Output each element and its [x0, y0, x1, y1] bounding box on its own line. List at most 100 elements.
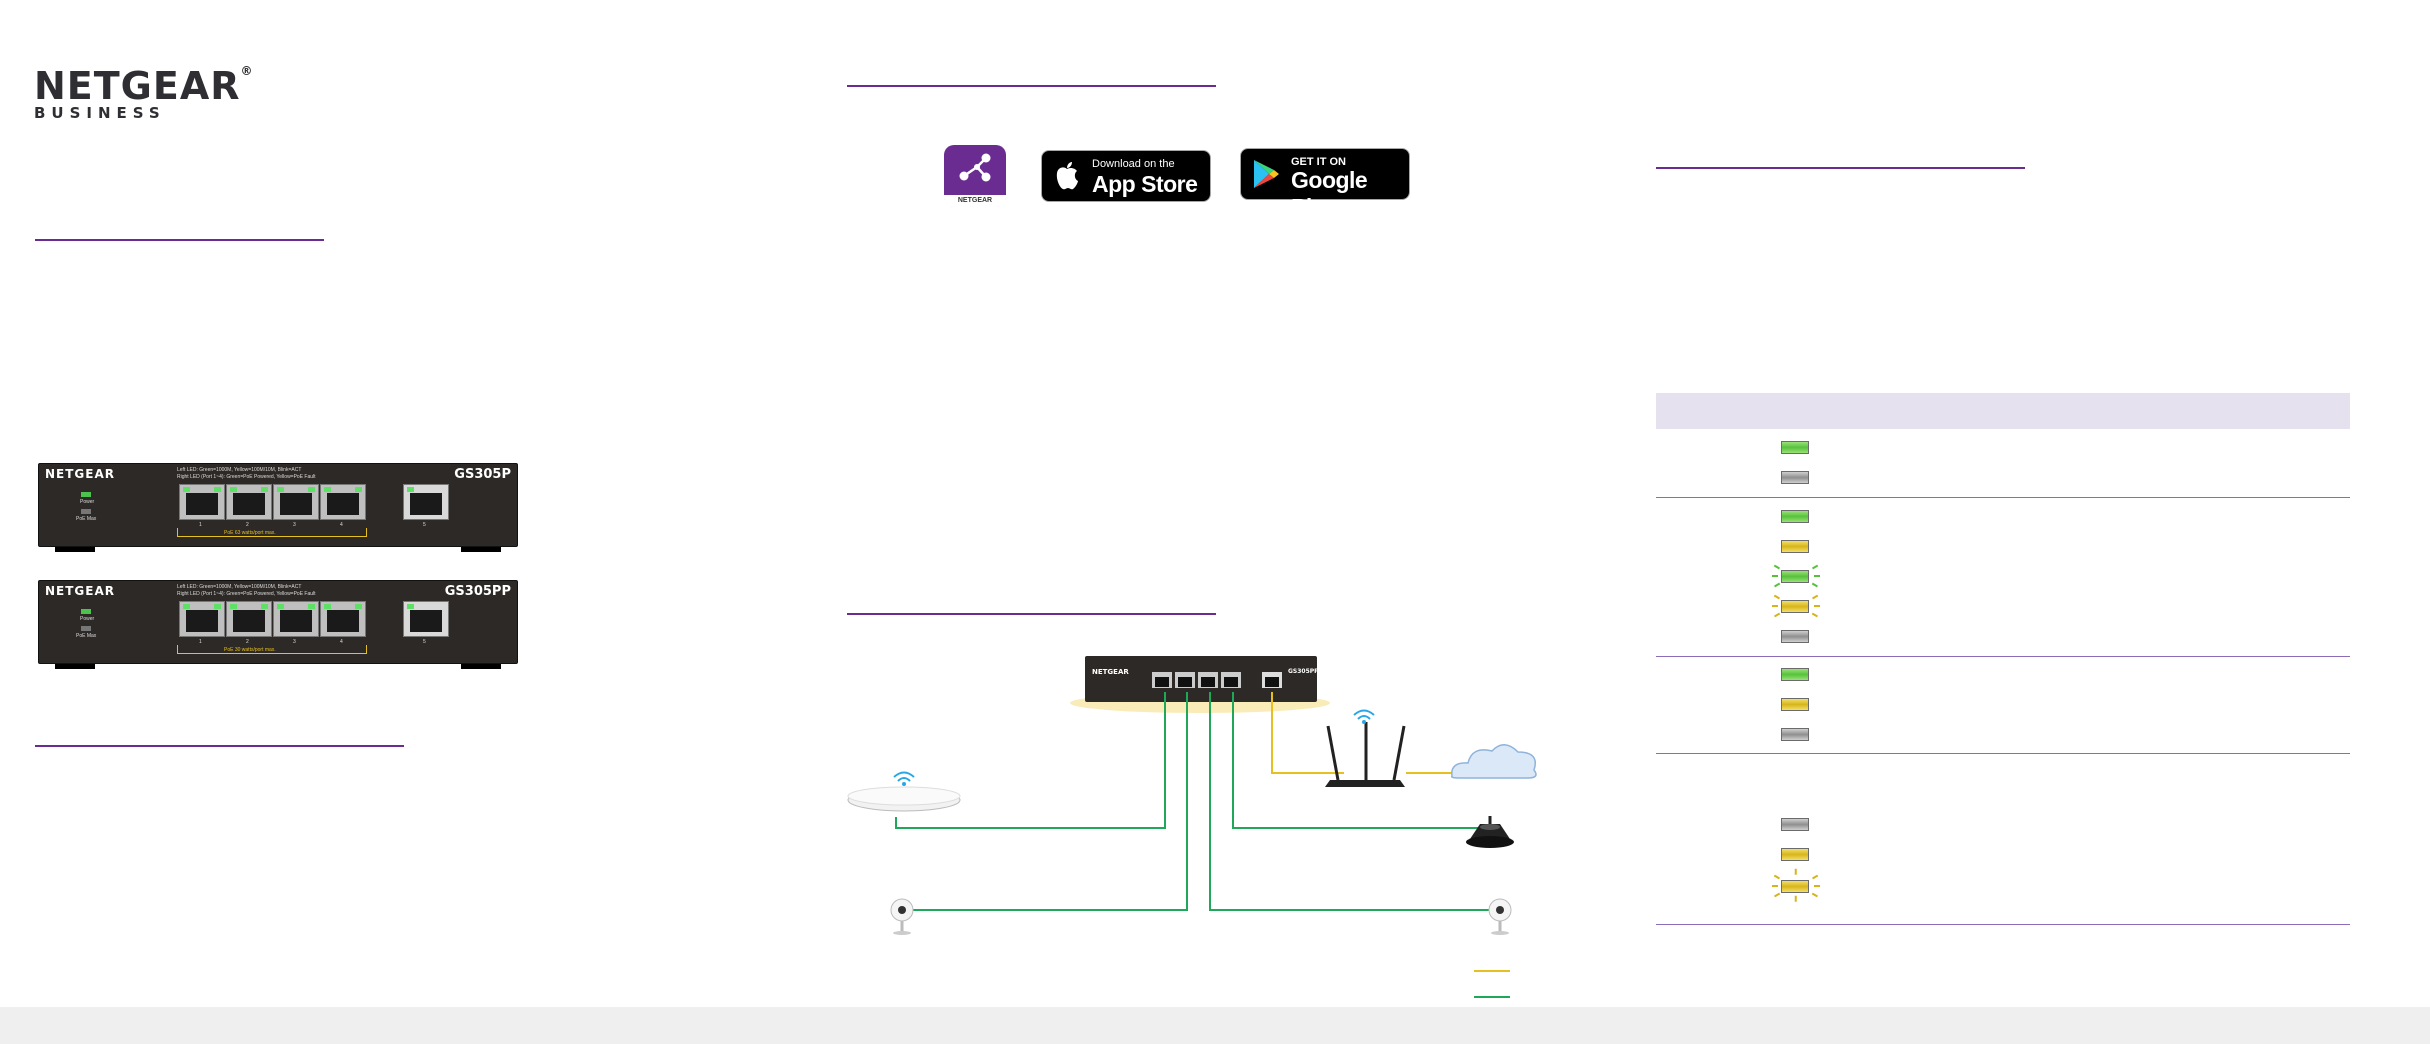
blink-ray: [1814, 605, 1820, 607]
link-conference-phone: [1232, 692, 1480, 829]
switch-gs305pp: NETGEAR GS305PP Left LED: Green=1000M, Y…: [38, 580, 518, 669]
netgear-logo: NETGEAR® BUSINESS: [34, 64, 254, 122]
logo-subtitle: BUSINESS: [34, 104, 166, 122]
poe-max-led: [81, 626, 91, 631]
switch-model: GS305P: [454, 467, 511, 482]
poe-budget-label: PoE 30 watts/port max.: [224, 647, 276, 653]
ethernet-port-1: [179, 484, 225, 520]
blink-ray: [1774, 594, 1780, 599]
table-row-divider: [1656, 497, 2350, 498]
switch-foot-left: [55, 664, 95, 669]
blink-ray: [1795, 868, 1797, 875]
logo-registered-mark: ®: [240, 64, 254, 78]
led-yellow-solid: [1781, 848, 1809, 861]
link-access-point: [895, 692, 1166, 829]
blink-ray: [1774, 582, 1780, 587]
link-camera-left: [910, 692, 1188, 911]
led-yellow-blinking: [1781, 600, 1809, 613]
insight-app-icon[interactable]: NETGEAR: [944, 145, 1006, 207]
blink-ray: [1812, 612, 1818, 617]
port-number-1: 1: [199, 639, 202, 645]
switch-gs305p: NETGEAR GS305P Left LED: Green=1000M, Ye…: [38, 463, 518, 552]
switch-foot-right: [461, 547, 501, 552]
led-yellow-blinking: [1781, 880, 1809, 893]
section-divider-1: [35, 239, 324, 241]
ethernet-port-4: [320, 484, 366, 520]
blink-ray: [1812, 582, 1818, 587]
apple-icon: [1056, 162, 1078, 190]
ethernet-port-2: [226, 601, 272, 637]
table-row-divider: [1656, 753, 2350, 754]
legend-line-1: Left LED: Green=1000M, Yellow=100M/10M, …: [177, 584, 302, 590]
blink-ray: [1812, 892, 1818, 897]
led-yellow-solid: [1781, 698, 1809, 711]
ethernet-port-3: [273, 601, 319, 637]
section-divider-3: [847, 85, 1216, 87]
blink-ray: [1774, 874, 1780, 879]
google-play-badge[interactable]: GET IT ON Google Play: [1240, 148, 1410, 220]
cloud-icon: [1450, 744, 1537, 779]
power-led: [81, 492, 91, 497]
switch-model: GS305PP: [444, 584, 511, 599]
switch-foot-right: [461, 664, 501, 669]
poe-bracket: [177, 528, 367, 537]
section-divider-2: [35, 745, 404, 747]
blink-ray: [1772, 575, 1778, 577]
conference-phone-icon: [1466, 816, 1514, 848]
poe-budget-label: PoE 63 watts/port max.: [224, 530, 276, 536]
ethernet-port-5: [403, 484, 449, 520]
diagram-switch-model: GS305PP: [1288, 668, 1319, 675]
blink-ray: [1774, 564, 1780, 569]
switch-brand: NETGEAR: [45, 584, 115, 598]
section-divider-5: [1656, 167, 2025, 169]
table-row-divider: [1656, 656, 2350, 657]
app-store-big-text: App Store: [1092, 171, 1198, 197]
app-store-badge[interactable]: Download on the App Store: [1041, 150, 1211, 202]
footer-band: [0, 1007, 2430, 1044]
google-play-big-text: Google Play: [1291, 167, 1368, 220]
power-label: Power: [80, 499, 95, 505]
blink-ray: [1795, 895, 1797, 902]
legend-line-2: Right LED (Port 1~4): Green=PoE Powered,…: [177, 591, 316, 597]
port-number-1: 1: [199, 522, 202, 528]
led-green-blinking: [1781, 570, 1809, 583]
led-green-solid: [1781, 441, 1809, 454]
port-number-5: 5: [423, 639, 426, 645]
blink-ray: [1774, 892, 1780, 897]
port-number-3: 3: [293, 639, 296, 645]
legend-line-1: Left LED: Green=1000M, Yellow=100M/10M, …: [177, 467, 302, 473]
switch-foot-left: [55, 547, 95, 552]
switch-led-legend: Left LED: Green=1000M, Yellow=100M/10M, …: [177, 584, 377, 598]
port-number-2: 2: [246, 639, 249, 645]
diagram-switch-ports: [1152, 672, 1282, 688]
led-off: [1781, 818, 1809, 831]
wifi-icon-router: [1353, 709, 1375, 720]
ethernet-port-5: [403, 601, 449, 637]
app-store-small-text: Download on the: [1092, 158, 1175, 170]
network-nodes-icon: [959, 153, 991, 182]
led-yellow-solid: [1781, 540, 1809, 553]
google-play-icon: [1254, 160, 1279, 188]
blink-ray: [1812, 564, 1818, 569]
port-number-4: 4: [340, 639, 343, 645]
port-number-5: 5: [423, 522, 426, 528]
port-number-4: 4: [340, 522, 343, 528]
poe-max-led: [81, 509, 91, 514]
ethernet-port-3: [273, 484, 319, 520]
port-number-3: 3: [293, 522, 296, 528]
led-green-solid: [1781, 668, 1809, 681]
power-label: Power: [80, 616, 95, 622]
poe-max-label: PoE Max: [76, 633, 97, 639]
security-camera-left-icon: [890, 898, 914, 935]
poe-max-label: PoE Max: [76, 516, 97, 522]
blink-ray: [1812, 594, 1818, 599]
blink-ray: [1774, 612, 1780, 617]
router-icon: [1325, 722, 1406, 787]
switch-led-legend: Left LED: Green=1000M, Yellow=100M/10M, …: [177, 467, 377, 481]
legend-line-2: Right LED (Port 1~4): Green=PoE Powered,…: [177, 474, 316, 480]
led-off: [1781, 630, 1809, 643]
logo-wordmark: NETGEAR: [34, 64, 241, 108]
security-camera-right-icon: [1488, 898, 1512, 935]
table-row-divider: [1656, 924, 2350, 925]
section-divider-4: [847, 613, 1216, 615]
